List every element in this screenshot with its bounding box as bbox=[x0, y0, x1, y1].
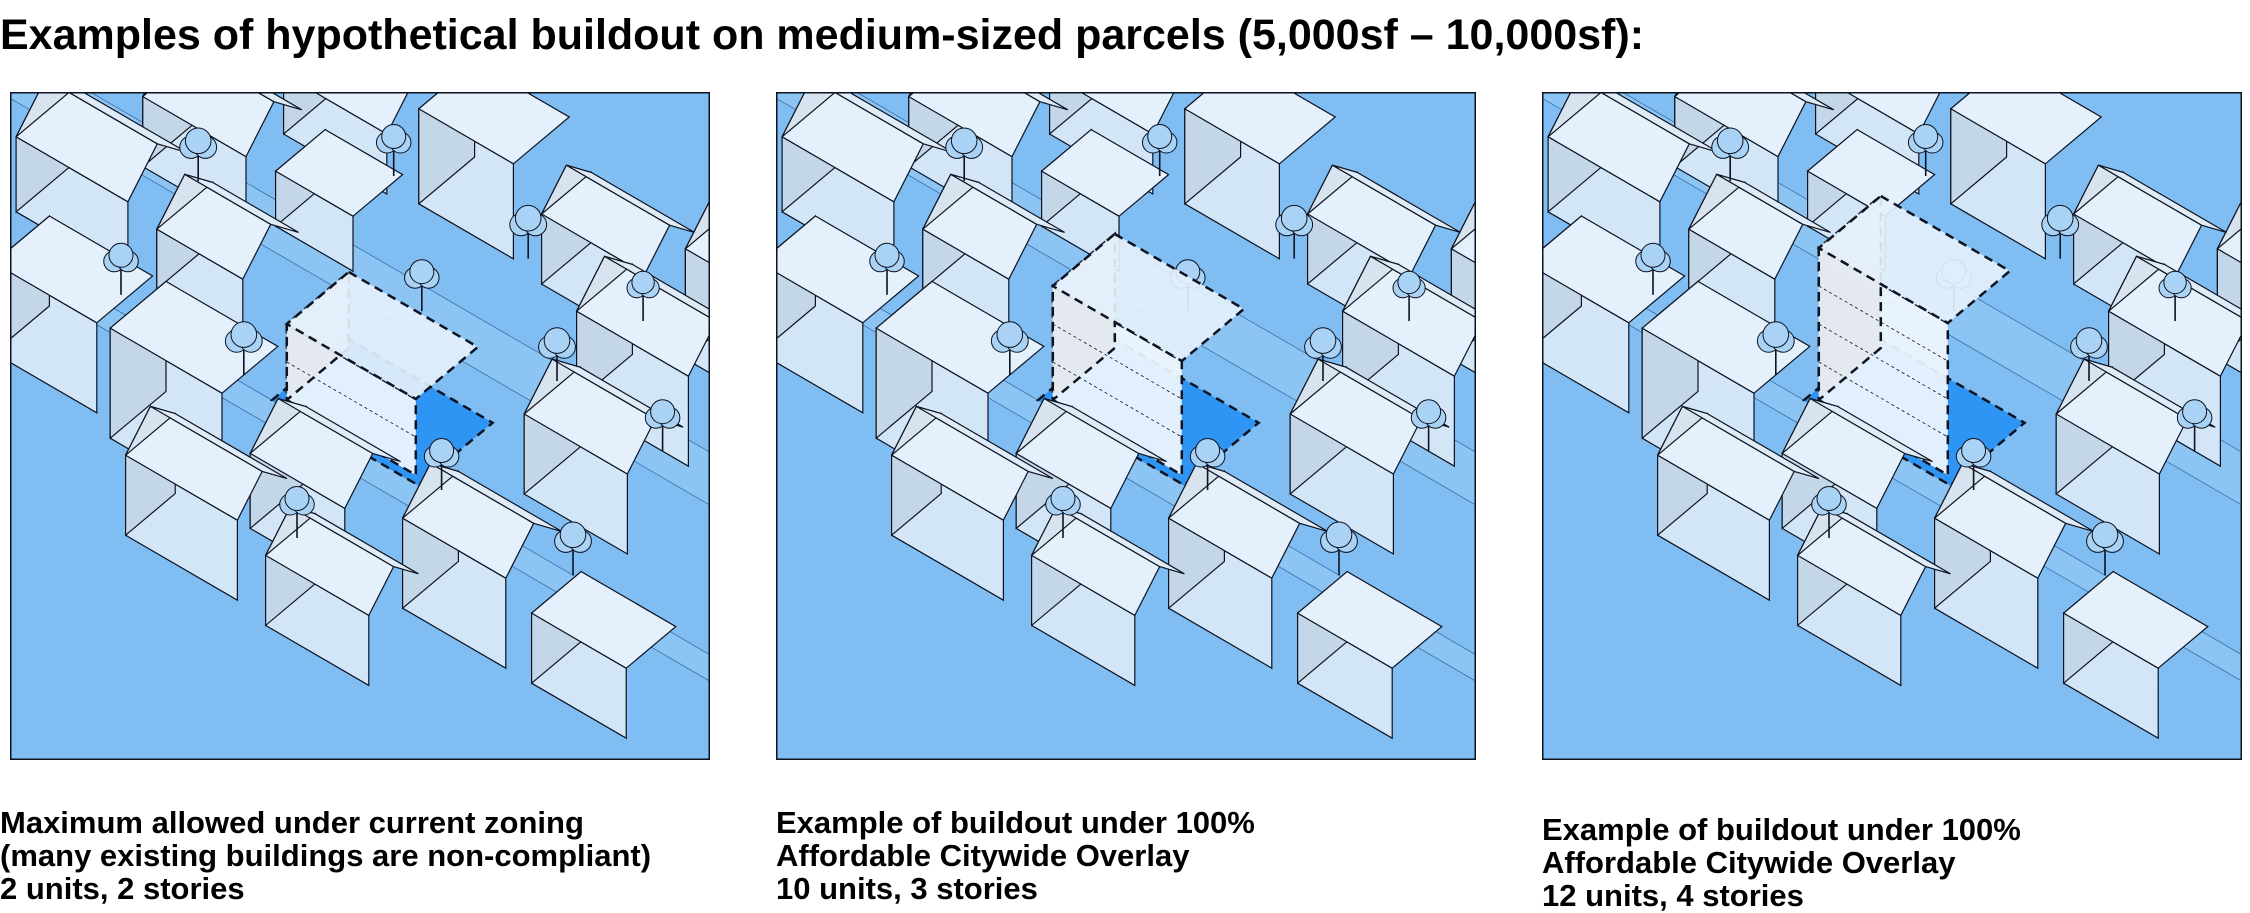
caption-overlay-10-units: Example of buildout under 100% Affordabl… bbox=[776, 806, 1255, 905]
caption-overlay-12-units: Example of buildout under 100% Affordabl… bbox=[1542, 813, 2021, 912]
caption-line-1: Example of buildout under 100% bbox=[776, 806, 1255, 839]
axon-scene bbox=[1542, 92, 2242, 760]
caption-line-2: Affordable Citywide Overlay bbox=[776, 839, 1255, 872]
axonometric-diagram-overlay-10-units bbox=[776, 92, 1476, 760]
caption-line-1: Maximum allowed under current zoning bbox=[0, 806, 651, 839]
axon-scene bbox=[776, 92, 1476, 760]
caption-line-3: 10 units, 3 stories bbox=[776, 872, 1255, 905]
caption-line-2: Affordable Citywide Overlay bbox=[1542, 846, 2021, 879]
axon-scene bbox=[10, 92, 710, 760]
axonometric-diagram-current-zoning bbox=[10, 92, 710, 760]
axonometric-diagram-overlay-12-units bbox=[1542, 92, 2242, 760]
caption-line-3: 12 units, 4 stories bbox=[1542, 879, 2021, 912]
caption-line-2: (many existing buildings are non-complia… bbox=[0, 839, 651, 872]
caption-line-3: 2 units, 2 stories bbox=[0, 872, 651, 905]
caption-current-zoning: Maximum allowed under current zoning (ma… bbox=[0, 806, 651, 905]
page-title: Examples of hypothetical buildout on med… bbox=[0, 6, 2250, 64]
caption-line-1: Example of buildout under 100% bbox=[1542, 813, 2021, 846]
